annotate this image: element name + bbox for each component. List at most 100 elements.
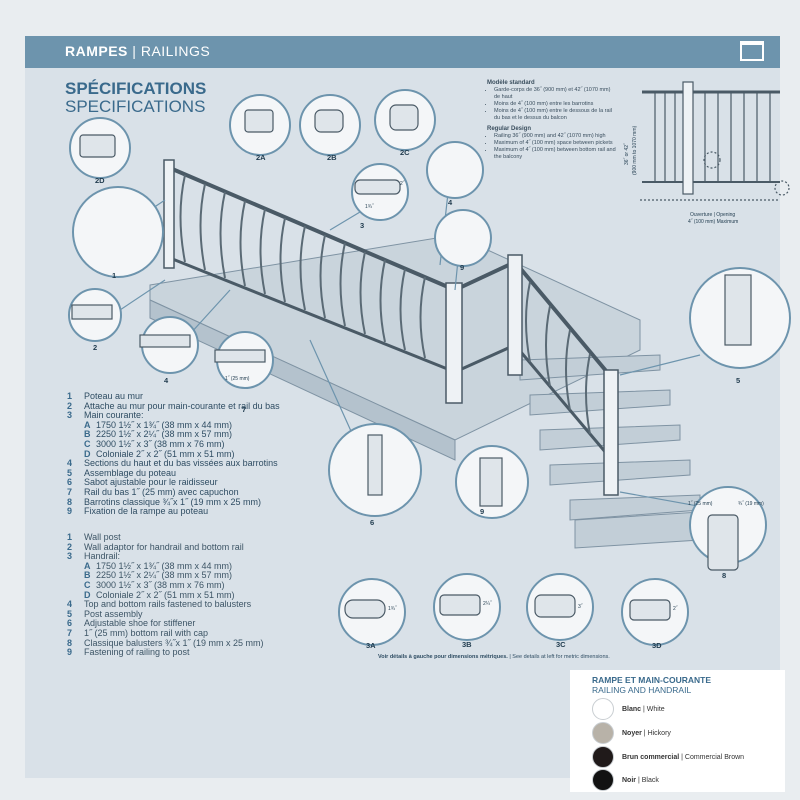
- legend-text: Rail du bas 1˝ (25 mm) avec capuchon: [84, 486, 239, 497]
- header: RAMPES | RAILINGS: [0, 0, 800, 68]
- label-9-bottom: 9: [480, 507, 484, 516]
- label-2d: 2D: [95, 176, 105, 185]
- color-name-fr: Noyer: [622, 729, 642, 737]
- footnote-fr: Voir détails à gauche pour dimensions mé…: [378, 654, 508, 660]
- color-option-black[interactable]: Noir | Black: [592, 769, 659, 791]
- legend-number: D: [84, 589, 91, 600]
- legend-item: 8 Classique balusters ¾˝x 1˝ (19 mm x 25 …: [67, 637, 264, 649]
- legend-text: Wall adaptor for handrail and bottom rai…: [84, 541, 244, 552]
- legend-item: 3 Main courante:: [67, 411, 280, 421]
- color-name-fr: Noir: [622, 776, 636, 784]
- color-option-white[interactable]: Blanc | White: [592, 698, 665, 720]
- legend-item: 2 Wall adaptor for handrail and bottom ra…: [67, 541, 264, 553]
- dim-3-height: 2˝: [400, 181, 405, 187]
- label-8: 8: [722, 571, 726, 580]
- legend-number: 2: [67, 541, 73, 552]
- legend-text: Assemblage du poteau: [84, 467, 177, 478]
- label-3a: 3A: [366, 641, 376, 650]
- color-name-en: Black: [641, 776, 659, 784]
- color-options-panel: RAMPE ET MAIN-COURANTE RAILING AND HANDR…: [570, 670, 785, 792]
- dim-3a: 1¾˝: [388, 606, 397, 612]
- label-2c: 2C: [400, 148, 410, 157]
- legend-text: Classique balusters ¾˝x 1˝ (19 mm x 25 m…: [84, 637, 264, 648]
- dim-3b: 2¼˝: [483, 601, 492, 607]
- label-1: 1: [112, 271, 116, 280]
- color-name-fr: Brun commercial: [622, 753, 680, 761]
- legend-number: B: [84, 429, 91, 440]
- posts: [163, 159, 619, 496]
- modele-item: Railing 36˝ (900 mm) and 42˝ (1070 mm) h…: [494, 133, 617, 140]
- modele-item: Moins de 4˝ (100 mm) entre le dessous de…: [494, 108, 617, 122]
- legend-text: Fastening of railing to post: [84, 647, 190, 658]
- legend-number: 6: [67, 618, 73, 629]
- legend-number: A: [84, 419, 91, 430]
- height-label-mm: (900 mm to 1070 mm): [632, 125, 638, 175]
- legend-text: Handrail:: [84, 551, 121, 562]
- color-option-commercial-brown[interactable]: Brun commercial | Commercial Brown: [592, 746, 744, 768]
- header-bar: RAMPES | RAILINGS: [25, 36, 780, 68]
- colors-title-en: RAILING AND HANDRAIL: [592, 685, 692, 695]
- legend-number: D: [84, 448, 91, 459]
- legend-number: 5: [67, 467, 73, 478]
- legend-text: Poteau au mur: [84, 391, 144, 401]
- opening-label: Ouverture | Opening: [690, 212, 735, 218]
- callout-labels: 2D 1 2 2A 2B 2C 3 4 4 5 6 7 8 9 9 3A 3B …: [93, 148, 740, 650]
- legend-number: 8: [67, 496, 73, 507]
- legend-number: 6: [67, 477, 73, 488]
- footnote-en: See details at left for metric dimension…: [512, 654, 610, 660]
- legend-text: 1750 1½˝ x 1¾˝ (38 mm x 44 mm): [96, 560, 233, 571]
- standard-model-notes: Modèle standard Garde-corps de 36˝ (900 …: [487, 80, 617, 165]
- legend-text: Main courante:: [84, 410, 144, 421]
- detail-callouts: [68, 89, 791, 646]
- swatch-black: [592, 769, 614, 791]
- colors-title-fr: RAMPE ET MAIN-COURANTE: [592, 675, 711, 685]
- legend-text: Sections du haut et du bas vissées aux b…: [84, 458, 278, 469]
- legend-text: 2250 1½˝ x 2¼˝ (38 mm x 57 mm): [96, 570, 233, 581]
- modele-title-en: Regular Design: [487, 126, 532, 132]
- dim-3d: 2˝: [673, 606, 678, 612]
- label-2: 2: [93, 343, 97, 352]
- title-en: RAILINGS: [140, 43, 211, 59]
- label-4-bottom: 4: [164, 376, 169, 385]
- label-2b: 2B: [327, 153, 337, 162]
- legend-item: 9 Fastening of railing to post: [67, 648, 264, 658]
- legend-number: 9: [67, 506, 73, 517]
- legend-item: 9 Fixation de la rampe au poteau: [67, 507, 280, 517]
- page-title: RAMPES | RAILINGS: [65, 43, 210, 59]
- legend-number: 9: [67, 647, 73, 658]
- color-option-hickory[interactable]: Noyer | Hickory: [592, 722, 671, 744]
- legend-text: 1˝ (25 mm) bottom rail with cap: [84, 627, 209, 638]
- legend-number: 4: [67, 599, 73, 610]
- legend-text: Fixation de la rampe au poteau: [84, 506, 209, 517]
- legend-text: Attache au mur pour main-courante et rai…: [84, 400, 280, 411]
- legend-number: 3: [67, 410, 73, 421]
- footnote-sep: |: [507, 654, 513, 660]
- color-options-title: RAMPE ET MAIN-COURANTE RAILING AND HANDR…: [592, 675, 711, 695]
- modele-title-fr: Modèle standard: [487, 80, 535, 86]
- legend-item: 4 Sections du haut et du bas vissées aux …: [67, 459, 280, 469]
- legend-number: 8: [67, 637, 73, 648]
- height-label: 36˝ or 42˝: [624, 143, 630, 165]
- color-name-en: Hickory: [647, 729, 671, 737]
- label-9-top: 9: [460, 263, 464, 272]
- legend-number: C: [84, 579, 91, 590]
- legend-number: 4: [67, 458, 73, 469]
- legend-number: 5: [67, 608, 73, 619]
- label-4-top: 4: [448, 198, 453, 207]
- spec-title-fr: SPÉCIFICATIONS: [65, 79, 207, 98]
- legend-text: 3000 1½˝ x 3˝ (38 mm x 76 mm): [96, 438, 225, 449]
- label-3b: 3B: [462, 640, 472, 649]
- legend-text: Barrotins classique ¾˝x 1˝ (19 mm x 25 m…: [84, 496, 262, 507]
